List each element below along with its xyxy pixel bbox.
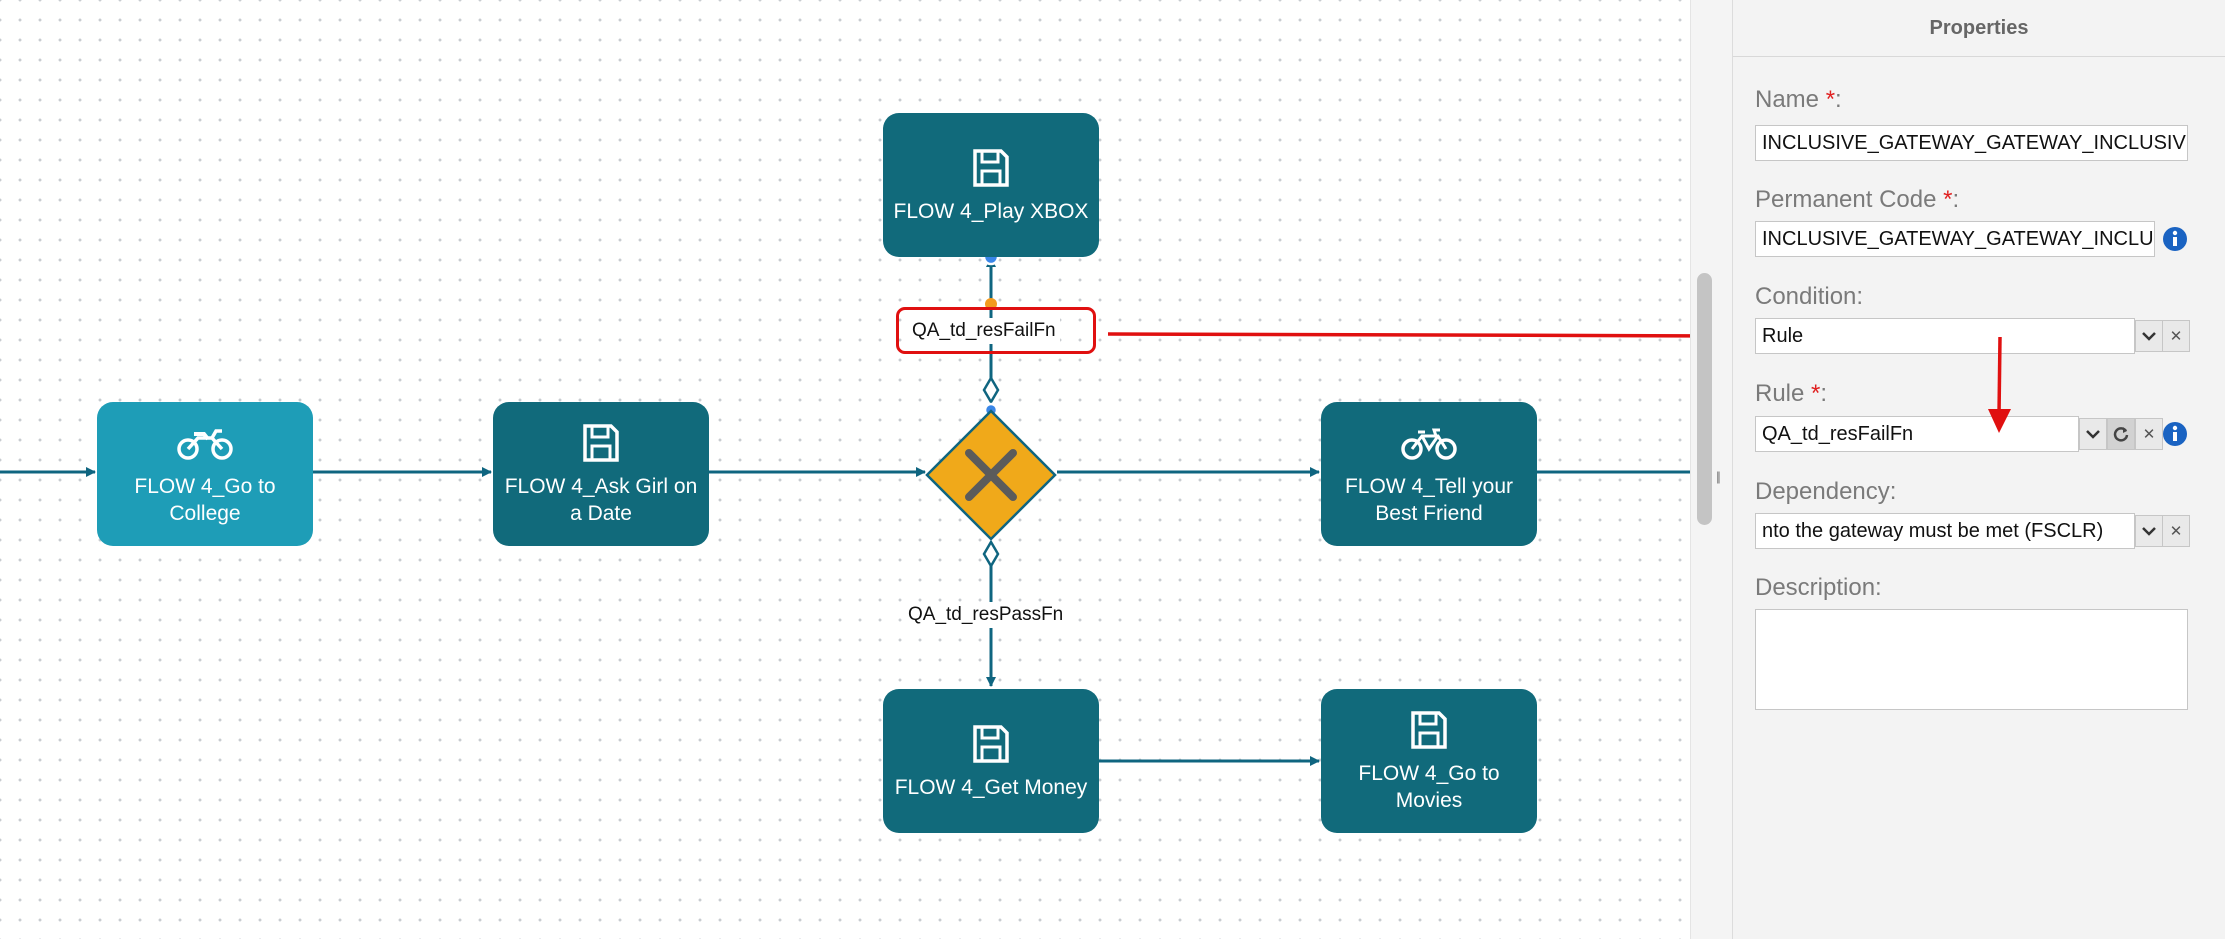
close-x-icon <box>965 449 1017 501</box>
dependency-dropdown-button[interactable] <box>2135 515 2163 547</box>
condition-dropdown-button[interactable] <box>2135 320 2163 352</box>
node-label: FLOW 4_Tell your Best Friend <box>1344 475 1514 525</box>
task-go-to-movies[interactable]: FLOW 4_Go to Movies <box>1321 689 1537 833</box>
dependency-label: Dependency: <box>1755 478 1897 505</box>
rule-dropdown-button[interactable] <box>2079 418 2107 450</box>
node-label: FLOW 4_Go to College <box>134 475 276 525</box>
rule-clear-button[interactable]: ✕ <box>2135 418 2163 450</box>
dependency-clear-button[interactable]: ✕ <box>2162 515 2190 547</box>
panel-title: Properties <box>1733 0 2225 57</box>
panel-resize-handle[interactable]: || <box>1716 469 1721 484</box>
node-label: FLOW 4_Play XBOX <box>893 199 1089 223</box>
annotation-arrow-horizontal <box>1107 332 1690 338</box>
save-icon <box>972 722 1010 766</box>
dependency-select[interactable]: nto the gateway must be met (FSCLR) <box>1755 513 2135 549</box>
task-play-xbox[interactable]: FLOW 4_Play XBOX <box>883 113 1099 257</box>
name-label: Name *: <box>1755 86 1842 113</box>
name-field[interactable]: INCLUSIVE_GATEWAY_GATEWAY_INCLUSIV <box>1755 125 2188 161</box>
annotation-arrow-vertical <box>1988 336 2011 433</box>
task-get-money[interactable]: FLOW 4_Get Money <box>883 689 1099 833</box>
chevron-down-icon <box>2142 527 2156 536</box>
task-tell-best-friend[interactable]: FLOW 4_Tell your Best Friend <box>1321 402 1537 546</box>
connector-diamond-top <box>982 375 1000 405</box>
bicycle-icon <box>1400 421 1458 465</box>
refresh-icon <box>2113 427 2129 442</box>
connector-diamond-bottom <box>982 539 1000 569</box>
motorcycle-icon <box>176 421 234 465</box>
save-icon <box>582 421 620 465</box>
node-label: FLOW 4_Get Money <box>894 775 1088 799</box>
info-icon[interactable] <box>2162 226 2188 252</box>
chevron-down-icon <box>2142 332 2156 341</box>
node-label: FLOW 4_Ask Girl on a Date <box>504 475 698 525</box>
edge-label-fail[interactable]: QA_td_resFailFn <box>908 318 1060 344</box>
inclusive-gateway[interactable] <box>925 409 1057 541</box>
rule-select[interactable]: QA_td_resFailFn <box>1755 416 2079 452</box>
node-label: FLOW 4_Go to Movies <box>1358 762 1500 812</box>
annotation-highlight-box <box>896 307 1096 354</box>
condition-label: Condition: <box>1755 283 1864 310</box>
task-ask-girl-on-a-date[interactable]: FLOW 4_Ask Girl on a Date <box>493 402 709 546</box>
task-go-to-college[interactable]: FLOW 4_Go to College <box>97 402 313 546</box>
info-icon[interactable] <box>2162 421 2188 447</box>
chevron-down-icon <box>2086 430 2100 439</box>
description-label: Description: <box>1755 574 1882 601</box>
edge-label-pass[interactable]: QA_td_resPassFn <box>904 602 1068 628</box>
properties-panel: Properties Name *: INCLUSIVE_GATEWAY_GAT… <box>1732 0 2225 939</box>
permanent-code-label: Permanent Code *: <box>1755 186 1960 213</box>
condition-clear-button[interactable]: ✕ <box>2162 320 2190 352</box>
rule-label: Rule *: <box>1755 380 1828 407</box>
canvas-scrollbar-thumb[interactable] <box>1697 273 1712 525</box>
save-icon <box>972 146 1010 190</box>
permanent-code-field[interactable]: INCLUSIVE_GATEWAY_GATEWAY_INCLU <box>1755 221 2155 257</box>
rule-refresh-button[interactable] <box>2107 418 2135 450</box>
condition-select[interactable]: Rule <box>1755 318 2135 354</box>
flow-canvas[interactable]: FLOW 4_Go to College FLOW 4_Ask Girl on … <box>0 0 1690 939</box>
save-icon <box>1410 708 1448 752</box>
description-textarea[interactable] <box>1755 609 2188 710</box>
